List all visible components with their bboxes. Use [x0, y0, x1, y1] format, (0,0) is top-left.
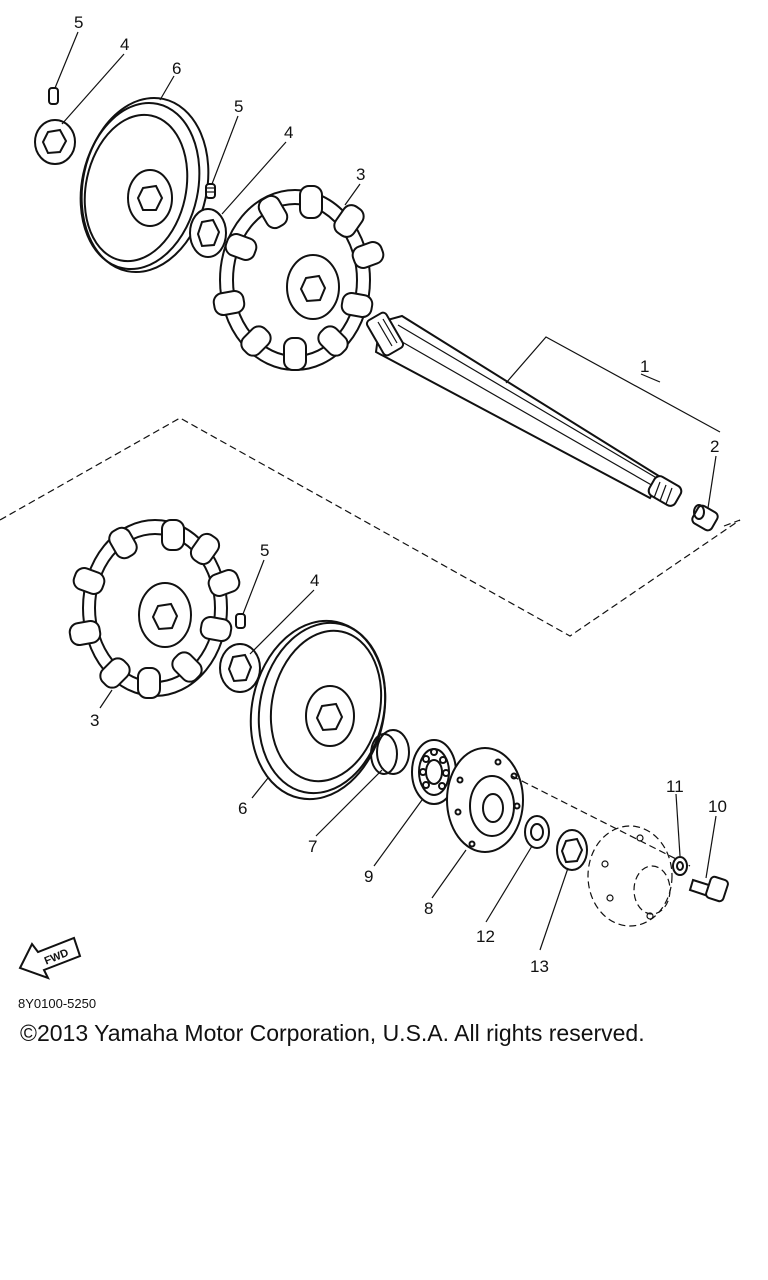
copyright-notice: ©2013 Yamaha Motor Corporation, U.S.A. A… — [20, 1020, 645, 1046]
callout-leaders — [54, 31, 717, 951]
nut-4-bottom — [219, 643, 261, 693]
callout-6: 6 — [172, 59, 181, 78]
sprocket-3-bottom — [68, 519, 241, 699]
pin-5-bottom — [235, 613, 246, 629]
mounting-plate-phantom — [587, 825, 673, 927]
spacer-7 — [370, 729, 410, 775]
callout-3: 3 — [90, 711, 99, 730]
bearing-9 — [411, 739, 457, 805]
callout-5: 5 — [260, 541, 269, 560]
callout-6: 6 — [238, 799, 247, 818]
drive-shaft-1 — [365, 311, 683, 507]
assembly-dash-outline — [0, 417, 741, 637]
pin-5-top — [205, 183, 216, 199]
callout-5: 5 — [234, 97, 243, 116]
sprocket-3-top — [212, 185, 385, 371]
callout-11: 11 — [666, 777, 684, 796]
leader-1-tick — [640, 373, 661, 383]
callout-4: 4 — [120, 35, 129, 54]
callout-8: 8 — [424, 899, 433, 918]
callout-7: 7 — [308, 837, 317, 856]
callout-12: 12 — [476, 927, 495, 946]
callout-1: 1 — [640, 357, 649, 376]
nut-4-top-left — [34, 119, 76, 165]
nut-4-top — [189, 208, 227, 258]
idler-wheel-6-top — [79, 96, 210, 274]
callout-3: 3 — [356, 165, 365, 184]
exploded-view-drawing: 5 4 6 5 4 3 1 2 5 4 3 6 7 9 8 12 13 11 1… — [0, 13, 741, 980]
fwd-arrow-icon: FWD — [18, 936, 82, 980]
washer-12 — [524, 815, 550, 849]
bolt-10 — [688, 875, 729, 903]
assembly-dash-end — [723, 519, 741, 527]
nut-13 — [556, 829, 588, 871]
pin-5-top-left — [48, 87, 59, 105]
flange-8 — [446, 747, 524, 853]
callout-10: 10 — [708, 797, 727, 816]
callout-2: 2 — [710, 437, 719, 456]
washer-11 — [672, 856, 688, 876]
collar-2 — [691, 504, 719, 532]
idler-wheel-6-bottom — [249, 619, 387, 801]
part-number: 8Y0100-5250 — [18, 996, 97, 1011]
leader-1 — [505, 336, 721, 433]
alignment-dash — [511, 775, 691, 867]
callout-9: 9 — [364, 867, 373, 886]
callout-5: 5 — [74, 13, 83, 32]
callout-13: 13 — [530, 957, 549, 976]
callout-4: 4 — [310, 571, 319, 590]
callout-4: 4 — [284, 123, 293, 142]
